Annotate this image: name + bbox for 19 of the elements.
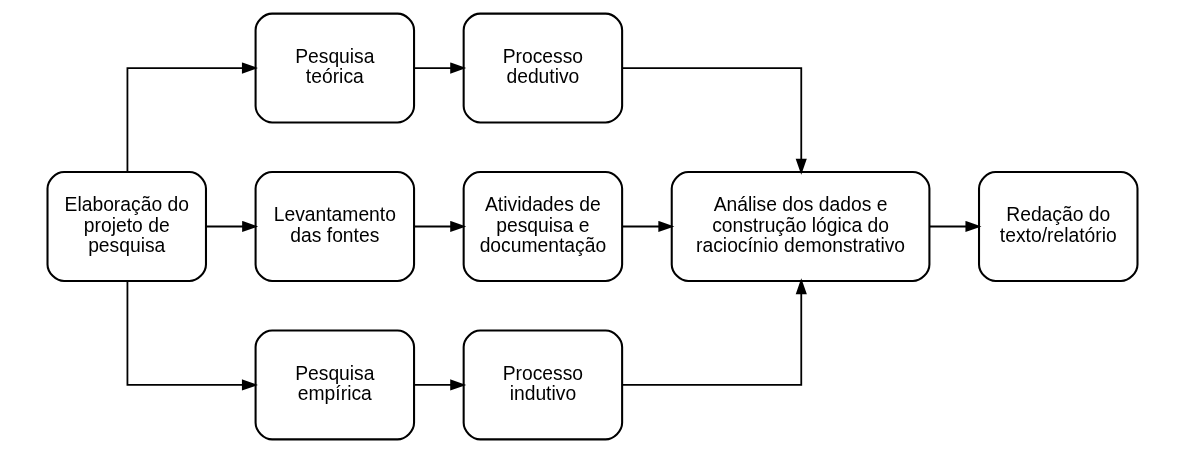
arrow	[205, 220, 259, 233]
arrow	[413, 62, 467, 74]
arrow	[413, 220, 467, 233]
arrow	[126, 62, 258, 173]
arrow	[413, 379, 467, 391]
node-box: Pesquisa teórica	[254, 12, 416, 124]
arrow	[621, 278, 807, 386]
node-box: Análise dos dados e construção lógica do raciocínio demonstrativo	[670, 171, 931, 282]
node-box: Pesquisa empírica	[254, 329, 416, 441]
node-box: Processo indutivo	[462, 329, 624, 441]
arrow	[621, 220, 675, 233]
node-box: Redação do texto/relatório	[978, 171, 1139, 282]
node-box: Elaboração do projeto de pesquisa	[46, 171, 207, 282]
arrow	[621, 67, 807, 175]
arrow	[126, 280, 258, 391]
node-box: Processo dedutivo	[462, 12, 624, 124]
arrow	[928, 220, 982, 233]
node-box: Levantamento das fontes	[254, 171, 416, 282]
node-box: Atividades de pesquisa e documentação	[462, 171, 624, 282]
